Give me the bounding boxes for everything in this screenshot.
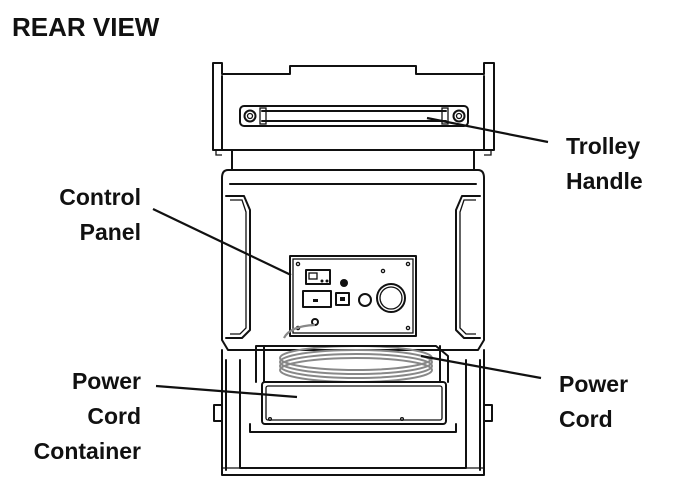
leader-trolley-handle (426, 116, 549, 144)
label-trolley-handle-line2: Handle (566, 168, 643, 194)
diagram-title: REAR VIEW (12, 12, 160, 42)
breaker-switch[interactable] (302, 290, 332, 308)
leader-power-cord-container (155, 384, 298, 399)
label-control-panel-line1: Control (59, 184, 141, 210)
leader-control-panel (152, 208, 292, 276)
label-power-cord-line2: Cord (559, 406, 613, 432)
label-power-cord-line1: Power (559, 371, 628, 397)
leader-power-cord (420, 354, 542, 380)
control-panel (289, 255, 417, 337)
label-power-cord-container-line2: Cord (87, 403, 141, 429)
label-trolley-handle-line1: Trolley (566, 133, 640, 159)
reset-button[interactable] (358, 293, 372, 307)
label-control-panel-line2: Panel (80, 219, 141, 245)
label-power-cord-container-line3: Container (34, 438, 141, 464)
power-cord-container (249, 345, 457, 433)
indicator-light-icon (340, 279, 348, 287)
trolley-handle-bar[interactable] (239, 105, 469, 127)
power-switch[interactable] (335, 292, 350, 306)
label-power-cord-container-line1: Power (72, 368, 141, 394)
control-knob[interactable] (376, 283, 406, 313)
display-module (305, 269, 331, 285)
machine-rear-outline (212, 62, 495, 476)
